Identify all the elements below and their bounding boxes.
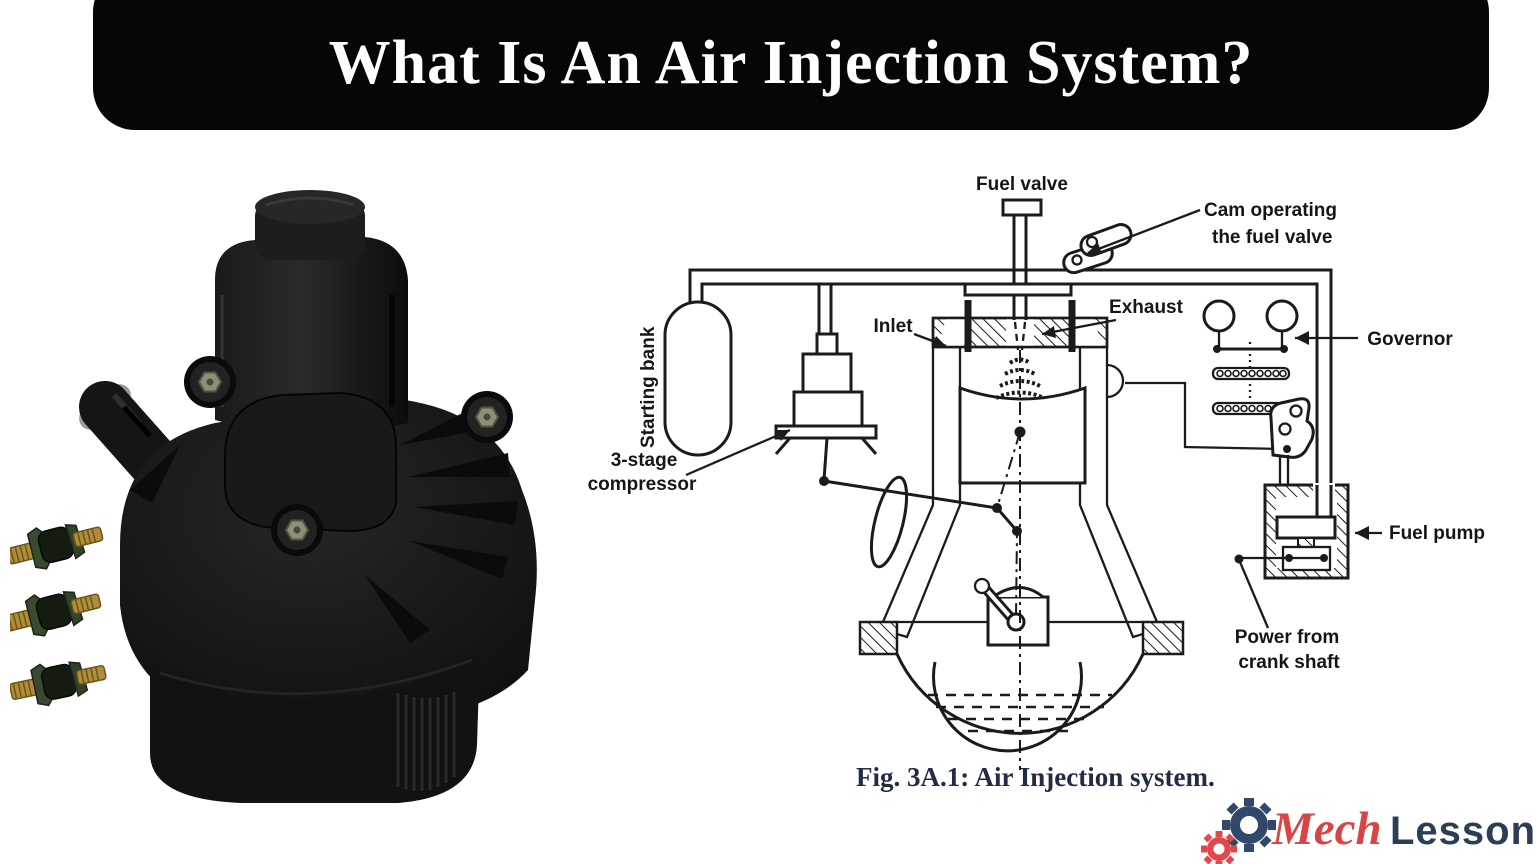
page-title: What Is An Air Injection System? — [328, 28, 1254, 97]
cam-leader — [1086, 208, 1201, 255]
governor-leader — [1295, 331, 1358, 345]
cam-label-line1: Cam operating — [1204, 200, 1337, 221]
inlet-label: Inlet — [873, 316, 913, 337]
pump-front-cover — [224, 391, 397, 533]
inlet-leader — [913, 332, 947, 348]
linkage — [823, 350, 1022, 770]
mechlesson-logo: Mech Lesson — [1201, 798, 1536, 864]
starting-bank-tank — [663, 300, 733, 457]
logo-text-lesson: Lesson — [1390, 809, 1536, 853]
power-label-line2: crank shaft — [1238, 652, 1340, 673]
compressor-leader — [685, 428, 791, 477]
pump-base — [150, 650, 480, 803]
cam-label-line2: the fuel valve — [1212, 227, 1332, 248]
governor — [1125, 299, 1299, 451]
fuel-valve — [963, 198, 1073, 351]
fuel-spray — [995, 357, 1045, 400]
air-injection-diagram: Starting bank 3-stage compressor — [588, 174, 1485, 770]
gear-large-icon — [1222, 798, 1276, 852]
pump-motor-cylinder — [215, 190, 408, 435]
logo-text-mech: Mech — [1271, 803, 1382, 855]
piston — [958, 385, 1087, 485]
starting-bank-label: Starting bank — [638, 326, 659, 448]
crankcase — [858, 577, 1185, 753]
fuel-pump-label: Fuel pump — [1389, 523, 1485, 544]
bell-crank — [1269, 397, 1315, 516]
governor-label: Governor — [1367, 329, 1453, 350]
exhaust-label: Exhaust — [1109, 297, 1184, 318]
compressor-label-line2: compressor — [588, 474, 697, 495]
fuel-pump — [1263, 483, 1350, 580]
engine-cylinder — [878, 300, 1162, 639]
air-pump-photo — [10, 190, 537, 803]
gear-small-icon — [1201, 831, 1237, 864]
fuel-valve-label: Fuel valve — [976, 174, 1068, 195]
figure-caption: Fig. 3A.1: Air Injection system. — [856, 762, 1215, 792]
three-stage-compressor — [774, 332, 878, 486]
fuel-pump-leader — [1355, 526, 1382, 540]
title-banner: What Is An Air Injection System? — [93, 0, 1489, 130]
exhaust-leader — [1041, 318, 1117, 338]
power-leader — [1234, 554, 1285, 629]
power-label-line1: Power from — [1235, 627, 1340, 648]
compressor-label-line1: 3-stage — [611, 450, 678, 471]
